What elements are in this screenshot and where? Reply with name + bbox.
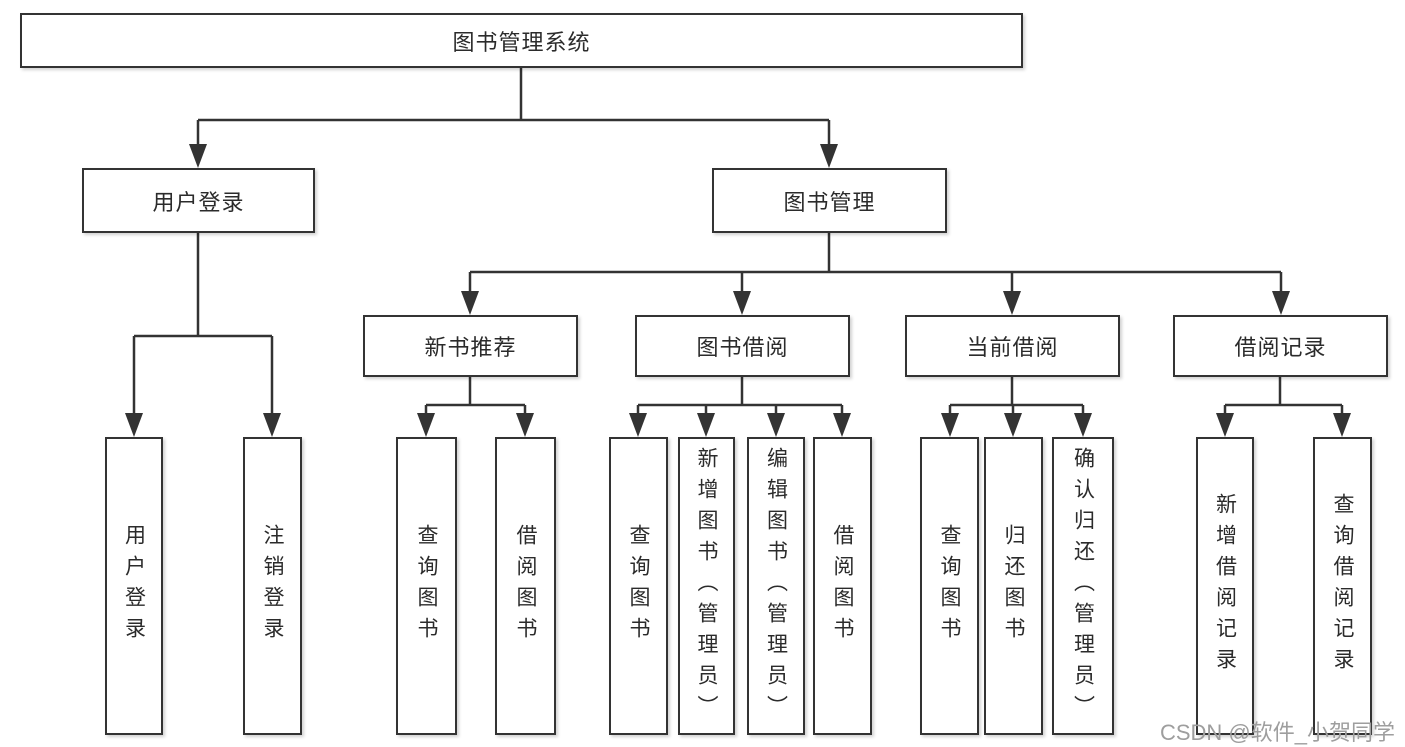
node-borrow-records: 借阅记录 [1173,315,1388,377]
leaf-query-borrow-record: 查询借阅记录 [1313,437,1372,735]
node-label: 借阅图书 [831,524,854,648]
node-label: 新增借阅记录 [1213,493,1237,679]
leaf-add-borrow-record: 新增借阅记录 [1196,437,1254,735]
leaf-borrow-books-recommend: 借阅图书 [495,437,556,735]
node-label: 图书管理系统 [452,29,591,55]
node-label: 查询图书 [938,524,961,648]
leaf-edit-books-admin: 编辑图书（管理员） [747,437,805,735]
leaf-add-books-admin: 新增图书（管理员） [678,437,735,735]
csdn-watermark: CSDN @软件_小贺同学 [1159,720,1395,745]
node-label: 编辑图书（管理员） [764,446,788,726]
node-current-borrow: 当前借阅 [905,315,1120,377]
leaf-borrow-books: 借阅图书 [813,437,872,735]
leaf-logout-login: 注销登录 [243,437,302,735]
node-label: 借阅记录 [1234,335,1327,360]
node-label: 用户登录 [122,524,146,648]
node-label: 查询借阅记录 [1331,493,1354,679]
node-label: 图书管理 [783,189,876,215]
node-new-book-recommend: 新书推荐 [363,315,578,377]
leaf-return-books: 归还图书 [984,437,1043,735]
node-label: 查询图书 [627,524,650,648]
leaf-query-books-current: 查询图书 [920,437,979,735]
node-book-borrow: 图书借阅 [635,315,850,377]
leaf-user-login: 用户登录 [105,437,163,735]
node-label: 用户登录 [152,189,245,215]
node-label: 确认归还（管理员） [1071,446,1095,726]
leaf-confirm-return-admin: 确认归还（管理员） [1052,437,1114,735]
node-library-system: 图书管理系统 [20,13,1023,68]
arrowheads [125,144,1351,437]
node-label: 当前借阅 [966,335,1059,360]
node-user-login: 用户登录 [82,168,315,233]
node-label: 借阅图书 [514,524,537,648]
node-label: 归还图书 [1002,524,1025,648]
leaf-query-books-recommend: 查询图书 [396,437,457,735]
node-label: 新增图书（管理员） [695,446,718,726]
node-label: 图书借阅 [696,335,789,360]
node-label: 新书推荐 [424,335,517,360]
leaf-query-books-borrow: 查询图书 [609,437,668,735]
node-book-management: 图书管理 [712,168,947,233]
node-label: 注销登录 [261,524,284,648]
node-label: 查询图书 [415,524,438,648]
